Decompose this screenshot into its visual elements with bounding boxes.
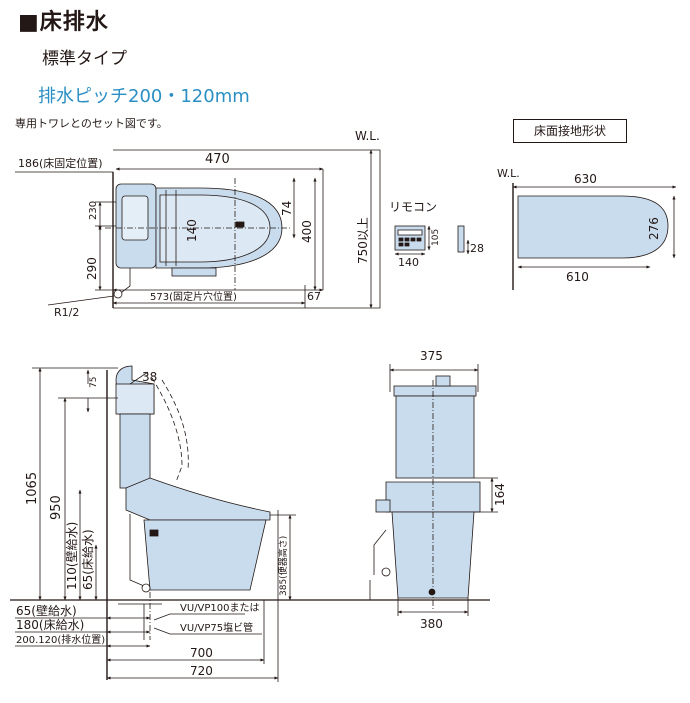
side-75: 75 [89, 377, 99, 388]
side-1065: 1065 [25, 472, 40, 505]
drain-pitch-label: 排水ピッチ200・120mm [38, 86, 250, 107]
floor-276: 276 [647, 217, 661, 240]
dim-74: 74 [280, 201, 294, 216]
side-180: 180(床給水) [16, 618, 84, 632]
remote-label: リモコン [389, 200, 437, 214]
side-720: 720 [190, 664, 213, 678]
side-700: 700 [190, 646, 213, 660]
set-note: 専用トワレとのセット図です。 [15, 117, 168, 130]
front-164: 164 [493, 483, 507, 506]
thread-r12: R1/2 [54, 306, 79, 319]
dim-290: 290 [85, 257, 99, 280]
dim-573: 573(固定片穴位置) [150, 290, 237, 303]
dim-230: 230 [88, 201, 99, 220]
section-title: ■床排水 [18, 10, 109, 35]
front-380: 380 [420, 617, 443, 631]
remote-105: 105 [431, 229, 441, 246]
dim-67: 67 [307, 290, 321, 303]
dim-470: 470 [205, 152, 230, 167]
side-38: 38 [142, 370, 157, 384]
side-950: 950 [49, 495, 64, 520]
remote-28: 28 [470, 242, 484, 255]
front-view [340, 364, 498, 616]
wl-label-top: W.L. [355, 129, 380, 143]
side-65: 65(壁給水) [16, 603, 77, 618]
top-view [15, 149, 381, 309]
type-subtitle: 標準タイプ [42, 49, 127, 69]
floor-610: 610 [566, 270, 589, 284]
dim-186: 186(床固定位置) [18, 156, 103, 170]
side-385: 385(便器高さ) [277, 536, 289, 596]
side-200: 200.120(排水位置) [16, 633, 105, 646]
dim-750: 750以上 [356, 217, 370, 264]
wl-label-floor: W.L. [497, 167, 520, 180]
pipe-label-1: VU/VP100または [180, 602, 260, 614]
floor-630: 630 [574, 172, 597, 186]
pipe-label-2: VU/VP75塩ビ管 [180, 621, 253, 634]
side-65v: 65(床給水) [81, 529, 95, 590]
remote-140: 140 [398, 256, 419, 269]
front-375: 375 [420, 349, 443, 363]
side-view [10, 365, 340, 682]
floor-contact-drawing [512, 183, 677, 290]
side-110: 110(壁給水) [64, 522, 79, 590]
dim-400: 400 [300, 220, 314, 243]
remote-drawing [394, 225, 470, 256]
dim-140: 140 [185, 219, 199, 242]
floor-contact-title: 床面接地形状 [513, 119, 627, 143]
